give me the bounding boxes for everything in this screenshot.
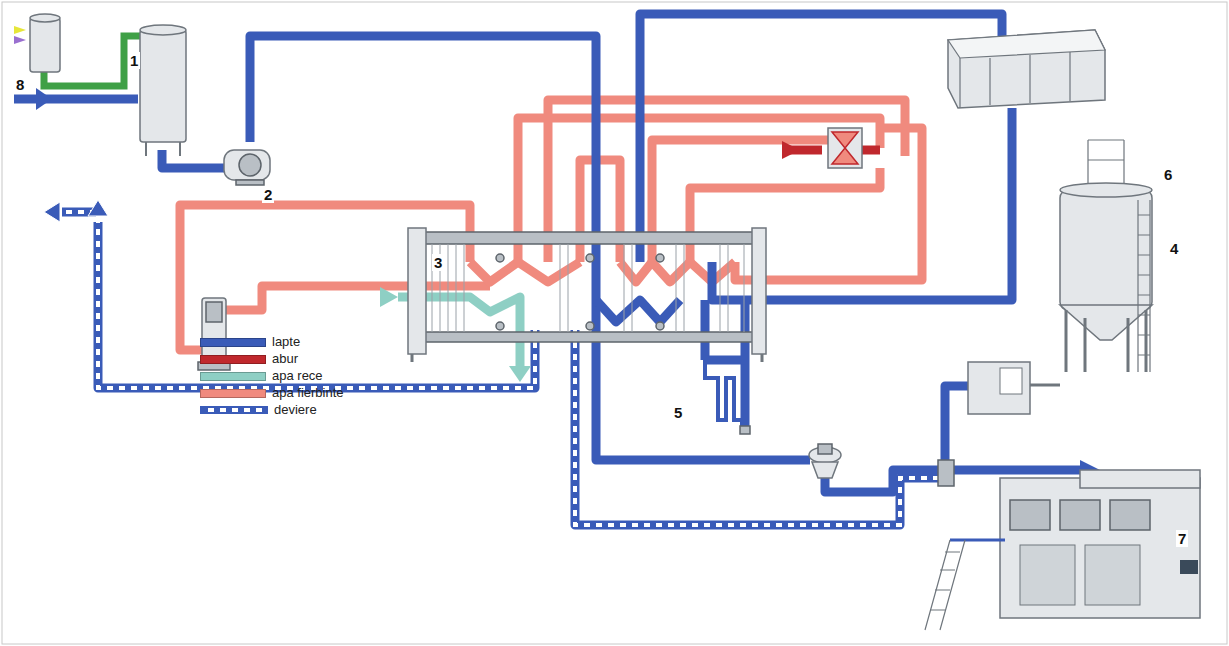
callout-number: 5 — [672, 404, 684, 421]
ingredient-tank — [14, 14, 60, 72]
plate-heat-exchanger — [408, 228, 766, 362]
legend-text: apa fierbinte — [272, 385, 344, 401]
legend-swatch — [200, 355, 266, 364]
legend-swatch — [200, 372, 266, 381]
callout-number: 7 — [1176, 530, 1188, 547]
diversion-line — [44, 200, 938, 525]
callout-number: 4 — [1168, 240, 1180, 257]
callout-number: 3 — [432, 254, 444, 271]
callout-number: 1 — [128, 52, 140, 69]
legend-text: deviere — [274, 402, 317, 418]
steam-injector — [782, 128, 880, 168]
legend-text: lapte — [272, 334, 300, 350]
legend-text: apa rece — [272, 368, 323, 384]
centrifugal-pump — [224, 150, 270, 185]
legend-text: abur — [272, 351, 298, 367]
legend-entry: abur — [200, 351, 298, 367]
filling-machine — [925, 470, 1200, 630]
balance-tank — [140, 25, 186, 156]
legend-swatch — [200, 406, 268, 414]
legend-swatch — [200, 338, 266, 347]
homogenizer — [948, 30, 1105, 108]
legend-entry: deviere — [200, 402, 317, 418]
diversion-valve — [809, 444, 841, 478]
legend-entry: lapte — [200, 334, 300, 350]
callout-number: 2 — [262, 186, 274, 203]
callout-number: 6 — [1162, 166, 1174, 183]
callout-number: 8 — [14, 76, 26, 93]
aseptic-tank — [968, 140, 1152, 414]
hot-water-pipe — [180, 100, 922, 350]
legend-swatch — [200, 389, 266, 398]
legend-entry: apa rece — [200, 368, 323, 384]
milk-pipe — [14, 14, 1100, 492]
legend-entry: apa fierbinte — [200, 385, 344, 401]
holding-tube — [705, 360, 750, 434]
valve-block — [938, 460, 954, 486]
